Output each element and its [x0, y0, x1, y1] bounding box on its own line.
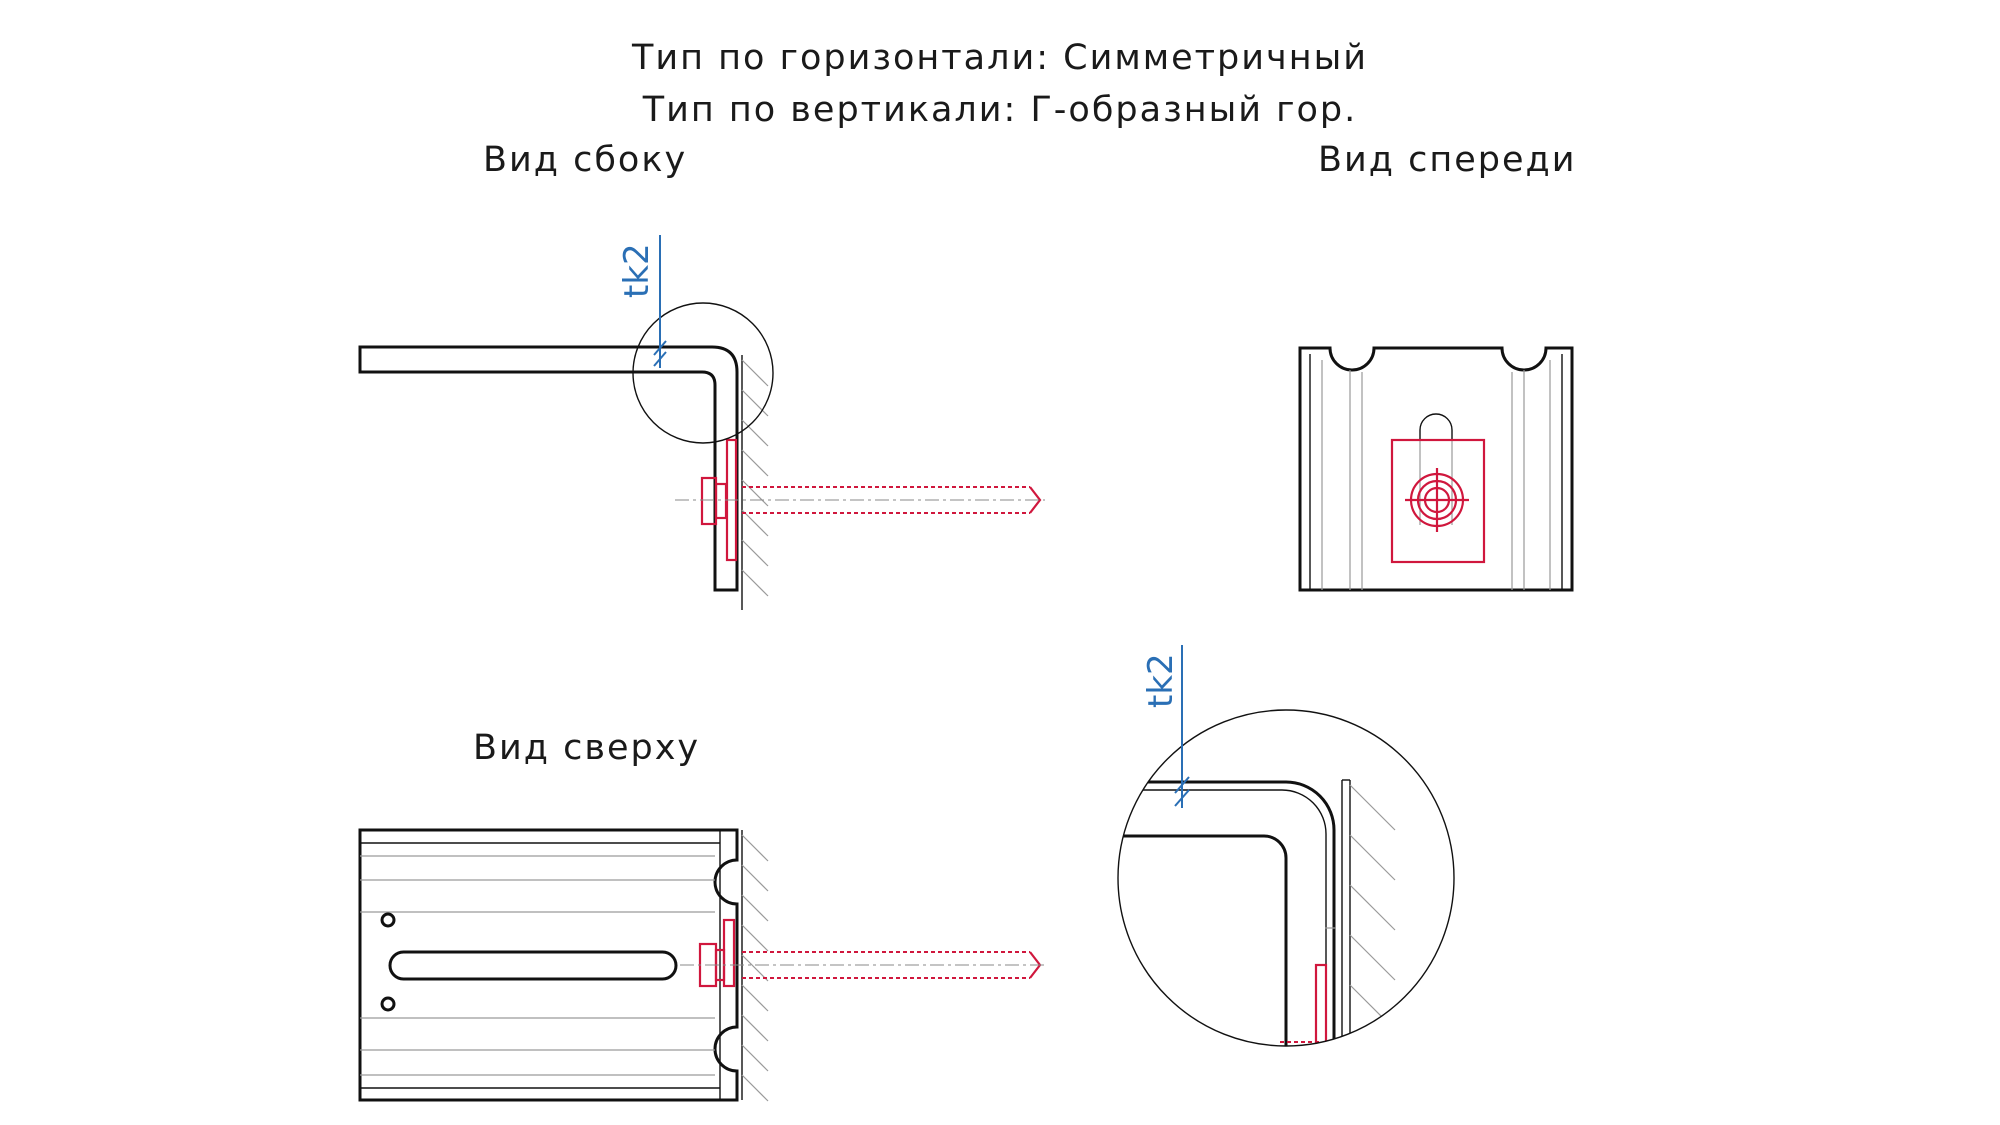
side-view-label: Вид сбоку: [483, 140, 688, 180]
detail-thickness-label: tk2: [1141, 653, 1181, 708]
horizontal-type-title: Тип по горизонтали: Симметричный: [632, 38, 1368, 78]
top-view: [358, 828, 1045, 1102]
top-slot: [388, 950, 678, 981]
side-fastener: [675, 476, 1045, 526]
front-view-label: Вид спереди: [1318, 140, 1577, 180]
side-thickness-label: tk2: [617, 243, 657, 298]
front-washer-plate: [1390, 438, 1486, 564]
detail-circle: [1117, 709, 1455, 1047]
side-bracket-outline: [358, 345, 739, 592]
top-view-label: Вид сверху: [473, 728, 701, 768]
front-plate-outline: [1298, 346, 1574, 592]
top-hole-upper: [380, 912, 396, 928]
top-hole-lower: [380, 996, 396, 1012]
top-fastener: [680, 918, 1045, 988]
front-slot: [1419, 413, 1453, 440]
vertical-type-title: Тип по вертикали: Г-образный гор.: [642, 90, 1358, 130]
top-plate-outline: [358, 828, 739, 1102]
front-view: [1298, 346, 1574, 592]
detail-bracket-outline: [1118, 780, 1336, 1046]
side-thickness-dim: tk2: [617, 235, 667, 368]
top-wall-hatch: [741, 834, 769, 1102]
side-detail-circle: [632, 302, 774, 444]
detail-gasket: [1314, 963, 1328, 1046]
side-wall-hatch: [741, 355, 769, 610]
detail-view: tk2: [1117, 645, 1455, 1047]
side-view: tk2: [358, 235, 1045, 610]
detail-thickness-dim: tk2: [1141, 645, 1190, 808]
